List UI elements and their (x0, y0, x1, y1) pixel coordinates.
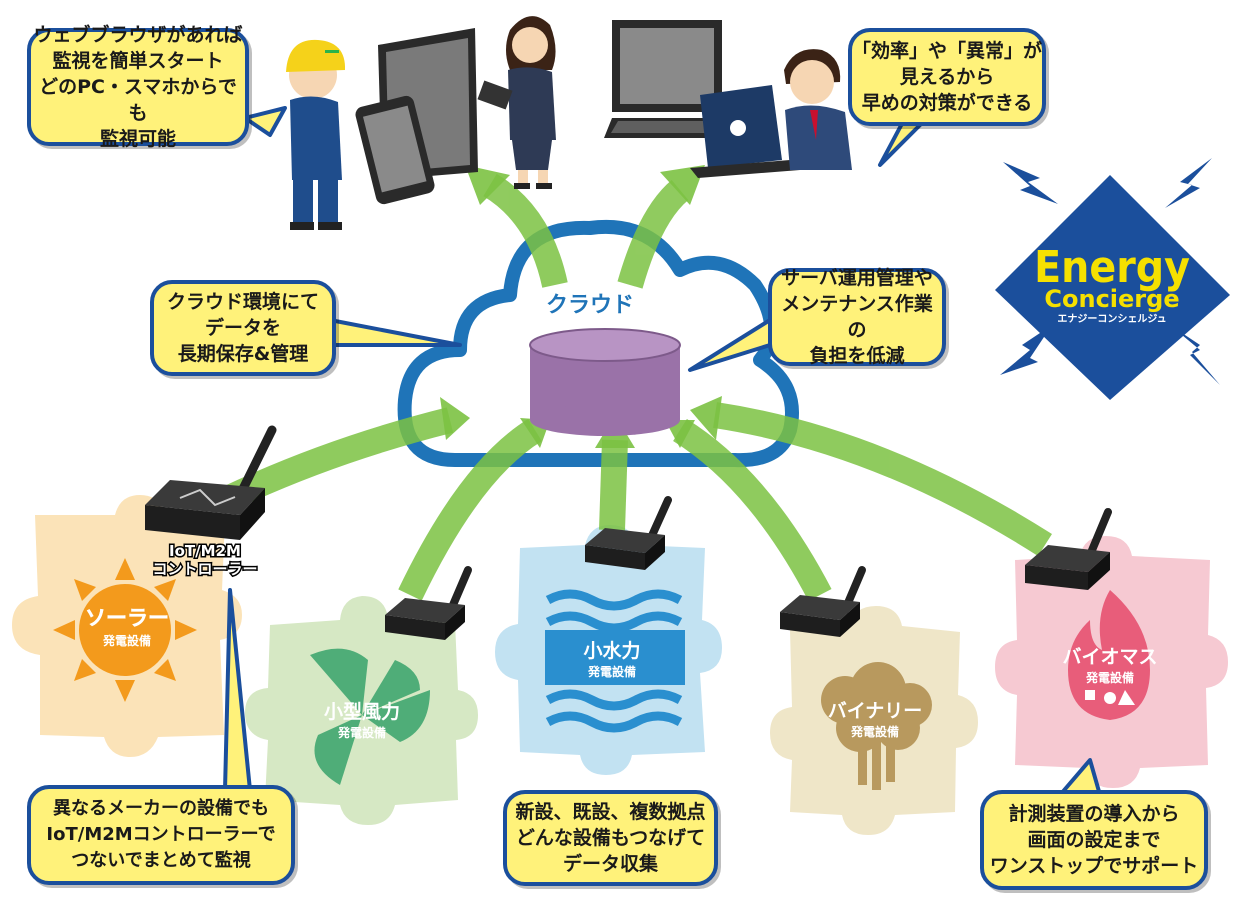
office-worker-icon (784, 49, 852, 170)
biomass-sub-label: 発電設備 (1085, 670, 1134, 685)
solar-label: ソーラー (85, 606, 169, 630)
iot-controller-wind (385, 566, 472, 640)
bubble-data-collection: 新設、既設、複数拠点 どんな設備もつなげて データ収集 (503, 790, 718, 886)
controller-label-line1: IoT/M2M (169, 542, 241, 560)
bubble-cloud-storage: クラウド環境にて データを 長期保存&管理 (150, 280, 336, 376)
arrow-hydro-to-cloud (599, 439, 628, 531)
biomass-puzzle-piece: バイオマス 発電設備 (995, 536, 1228, 788)
hydro-label: 小水力 (583, 639, 640, 662)
arrow-binary-to-cloud (673, 418, 832, 602)
iot-controller-main (145, 425, 277, 540)
bubble-server-management: サーバ運用管理や メンテナンス作業の 負担を低減 (768, 267, 946, 367)
data-flow-arrows (219, 173, 1052, 602)
arrow-cloud-to-mobile (482, 173, 568, 288)
biomass-label: バイオマス (1062, 646, 1157, 668)
sun-icon (53, 558, 197, 702)
logo-word-concierge: Concierge (1044, 285, 1179, 313)
bubble-onestop-support: 計測装置の導入から 画面の設定まで ワンストップでサポート (980, 790, 1208, 890)
arrow-wind-to-cloud (398, 418, 543, 601)
solar-puzzle-piece: ソーラー 発電設備 (12, 495, 242, 757)
cloud-label: クラウド (546, 293, 634, 318)
steam-cloud-icon (821, 662, 932, 790)
field-worker-icon (286, 39, 346, 230)
database-icon (529, 328, 681, 436)
arrow-biomass-to-cloud (713, 402, 1052, 556)
hydro-puzzle-piece: 小水力 発電設備 (495, 525, 722, 775)
water-body (545, 630, 685, 685)
solar-sub-label: 発電設備 (102, 633, 151, 648)
hydro-sub-label: 発電設備 (587, 664, 636, 679)
business-woman-icon (477, 16, 556, 189)
logo-word-energy: Energy (1034, 242, 1190, 293)
wind-label: 小型風力 (324, 700, 400, 723)
smartphone-icon (355, 95, 435, 205)
binary-sub-label: 発電設備 (850, 724, 899, 739)
water-waves-icon (545, 589, 683, 633)
binary-puzzle-piece: バイナリー 発電設備 (770, 606, 978, 835)
controller-label-line2: コントローラー (152, 560, 257, 578)
bubble-browser-monitoring: ウェブブラウザがあれば 監視を簡単スタート どのPC・スマホからでも 監視可能 (27, 24, 249, 150)
energy-concierge-logo: Energy Concierge エナジーコンシェルジュ (995, 158, 1230, 400)
wind-sub-label: 発電設備 (337, 725, 386, 740)
iot-controller-hydro (585, 496, 672, 570)
bubble-efficiency-alert: 「効率」や「異常」が 見えるから 早めの対策ができる (848, 28, 1046, 126)
laptop-icon (690, 85, 800, 178)
iot-controller-binary (780, 566, 866, 637)
fan-blades-icon (310, 648, 430, 785)
logo-katakana: エナジーコンシェルジュ (1057, 313, 1166, 325)
wind-puzzle-piece: 小型風力 発電設備 (245, 596, 478, 825)
fire-icon (1068, 590, 1150, 720)
lightning-bolts (1000, 158, 1220, 385)
bubble-multi-maker: 異なるメーカーの設備でも IoT/M2Mコントローラーで つないでまとめて監視 (27, 785, 295, 885)
arrow-cloud-to-pc (617, 180, 689, 289)
binary-label: バイナリー (828, 700, 923, 722)
iot-controller-biomass (1025, 508, 1112, 590)
